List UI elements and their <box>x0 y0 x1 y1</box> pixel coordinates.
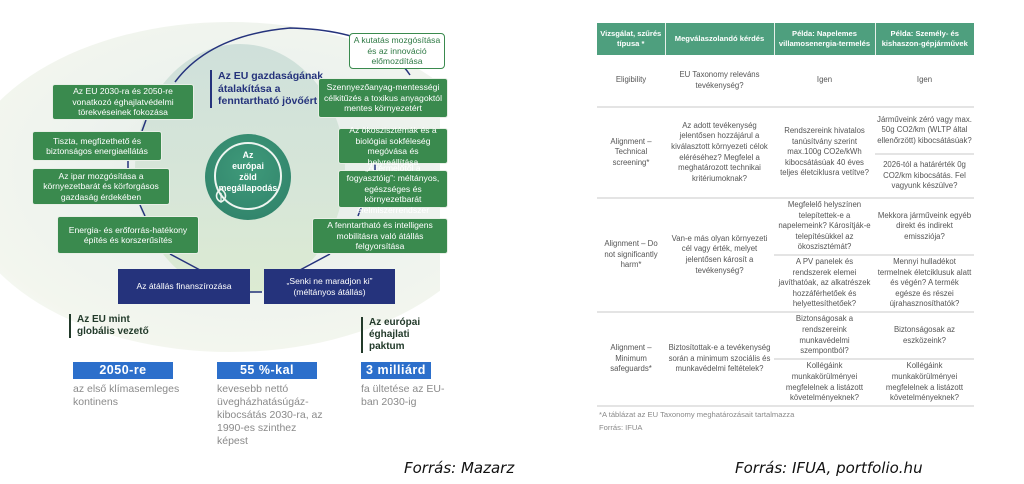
heading-line: Az európai <box>369 317 421 328</box>
goal-box-text: Szennyezőanyag-mentességi célkitűzés a t… <box>324 82 442 114</box>
cell-question: EU Taxonomy releváns tevékenység? <box>665 55 774 108</box>
cell-type: Alignment – Minimum safeguards* <box>597 312 665 407</box>
cell-example-solar: Megfelelő helyszínen telepítettek-e a na… <box>774 198 875 256</box>
goal-box-text: Energia- és erőforrás-hatékony építés és… <box>68 224 188 246</box>
goal-box-zero-pollution: Szennyezőanyag-mentességi célkitűzés a t… <box>318 78 448 118</box>
table-row: 2026-tól a határérték 0g CO2/km kibocsát… <box>597 154 974 199</box>
goal-box-biodiversity: Az ökoszisztémák és a biológiai sokféles… <box>338 125 448 167</box>
main-heading: Az EU gazdaságának átalakítása a fenntar… <box>210 70 323 108</box>
cell-example-vehicle: Biztonságosak az eszközeink? <box>875 312 974 360</box>
main-heading-line: átalakítása a <box>218 82 281 95</box>
goal-box-text: A kutatás mozgósítása és az innováció el… <box>353 35 441 67</box>
goal-box-farm-to-fork: „A termelőtől a fogyasztóig”: méltányos,… <box>338 163 448 215</box>
center-label-line: európai <box>232 161 264 171</box>
climate-pact-heading: Az európai éghajlati paktum <box>361 317 440 353</box>
center-label-line: zöld <box>239 172 257 182</box>
cell-example-vehicle: Kollégáink munkakörülményei megfelelnek … <box>875 359 974 407</box>
global-leader-heading: Az EU mint globális vezető <box>69 314 149 338</box>
cell-example-vehicle: Igen <box>875 55 974 108</box>
eu-green-deal-infographic: Az EU gazdaságának átalakítása a fenntar… <box>0 0 448 484</box>
right-source-caption: Forrás: IFUA, portfolio.hu <box>735 459 923 477</box>
goal-box-industry: Az ipar mozgósítása a környezetbarát és … <box>32 168 170 205</box>
stat-description: az első klímasemleges kontinens <box>73 383 180 408</box>
table-row: Eligibility EU Taxonomy releváns tevéken… <box>597 55 974 108</box>
left-source-caption: Forrás: Mazarz <box>404 459 515 477</box>
stat-badge-55-percent: 55 %-kal <box>217 362 317 379</box>
column-header: Példa: Napelemes villamosenergia-termelé… <box>774 23 876 55</box>
cell-example-vehicle: Járműveink zéró vagy max. 50g CO2/km (WL… <box>875 107 974 155</box>
financing-text: Az átállás finanszírozása <box>136 281 232 291</box>
cell-type: Alignment – Do not significantly harm* <box>597 198 665 313</box>
cell-question: Az adott tevékenység jelentősen hozzájár… <box>665 107 774 199</box>
goal-box-text: Az EU 2030-ra és 2050-re vonatkozó éghaj… <box>72 86 174 118</box>
column-header: Megválaszolandó kérdés <box>665 23 775 55</box>
goal-box-building: Energia- és erőforrás-hatékony építés és… <box>57 216 199 254</box>
stat-description: fa ültetése az EU-ban 2030-ig <box>361 383 445 408</box>
cell-example-solar: Rendszereink hivatalos tanúsítvány szeri… <box>774 107 875 199</box>
center-ring <box>214 142 282 210</box>
eu-taxonomy-table: Vizsgálat, szűrés típusa * Megválaszolan… <box>597 23 974 407</box>
table-header-row: Vizsgálat, szűrés típusa * Megválaszolan… <box>597 23 974 55</box>
goal-box-text: Az ipar mozgósítása a környezetbarát és … <box>43 170 159 202</box>
table-row: Alignment – Technical screening* Az adot… <box>597 107 974 199</box>
center-label: Az európai zöld megállapodás <box>205 150 291 194</box>
table-row: Alignment – Do not significantly harm* V… <box>597 198 974 313</box>
table-row: Kollégáink munkakörülményei megfelelnek … <box>597 359 974 407</box>
cell-question: Biztosítottak-e a tevékenység során a mi… <box>665 312 774 407</box>
main-heading-line: Az EU gazdaságának <box>218 70 324 82</box>
cell-example-solar: Biztonságosak a rendszereink munkavédelm… <box>774 312 875 360</box>
goal-box-mobility: A fenntartható és intelligens mobilitásr… <box>312 218 448 254</box>
cell-example-vehicle: Mekkora járműveink egyéb direkt és indir… <box>875 198 974 256</box>
goal-box-research: A kutatás mozgósítása és az innováció el… <box>349 33 445 69</box>
goal-box-climate-ambition: Az EU 2030-ra és 2050-re vonatkozó éghaj… <box>52 84 194 120</box>
table-footnote: *A táblázat az EU Taxonomy meghatározása… <box>599 410 795 419</box>
goal-box-text: „A termelőtől a fogyasztóig”: méltányos,… <box>346 162 440 215</box>
center-label-line: megállapodás <box>218 183 278 193</box>
financing-box: Az átállás finanszírozása <box>118 269 250 304</box>
goal-box-clean-energy: Tiszta, megfizethető és biztonságos ener… <box>32 131 162 161</box>
heading-line: globális vezető <box>77 326 149 337</box>
column-header: Vizsgálat, szűrés típusa * <box>597 23 666 55</box>
cell-type: Alignment – Technical screening* <box>597 107 665 199</box>
stat-badge-3-billion: 3 milliárd <box>361 362 431 379</box>
heading-line: éghajlati paktum <box>369 329 410 352</box>
cell-example-vehicle: 2026-tól a határérték 0g CO2/km kibocsát… <box>875 154 974 199</box>
goal-box-text: Az ökoszisztémák és a biológiai sokféles… <box>349 125 437 167</box>
just-transition-box: „Senki ne maradjon ki” (méltányos átállá… <box>264 269 395 304</box>
stat-description: kevesebb nettó üvegházhatásúgáz-kibocsát… <box>217 383 323 447</box>
table-row: A PV panelek és rendszerek elemei javíth… <box>597 255 974 313</box>
heading-line: Az EU mint <box>77 314 130 325</box>
stat-badge-2050: 2050-re <box>73 362 173 379</box>
goal-box-text: A fenntartható és intelligens mobilitásr… <box>327 220 433 252</box>
goal-box-text: Tiszta, megfizethető és biztonságos ener… <box>46 135 148 157</box>
cell-type: Eligibility <box>597 55 665 108</box>
leaf-icon <box>215 188 227 203</box>
cell-example-vehicle: Mennyi hulladékot termelnek életciklusuk… <box>875 255 974 313</box>
table-row: Alignment – Minimum safeguards* Biztosít… <box>597 312 974 407</box>
table-source: Forrás: IFUA <box>599 423 643 432</box>
main-heading-line: fenntartható jövőért <box>218 95 318 107</box>
center-label-line: Az <box>242 150 254 160</box>
cell-example-solar: Igen <box>774 55 875 108</box>
just-transition-text: „Senki ne maradjon ki” (méltányos átállá… <box>286 275 373 297</box>
cell-example-solar: A PV panelek és rendszerek elemei javíth… <box>774 255 875 313</box>
column-header: Példa: Személy- és kishaszon-gépjárművek <box>875 23 974 55</box>
cell-example-solar: Kollégáink munkakörülményei megfelelnek … <box>774 359 875 407</box>
cell-question: Van-e más olyan környezeti cél vagy érté… <box>665 198 774 313</box>
